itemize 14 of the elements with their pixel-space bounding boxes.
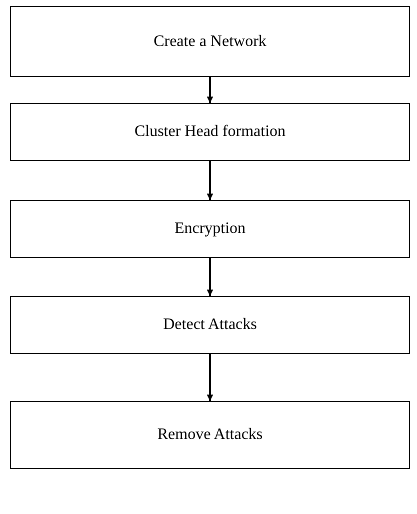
process-box <box>10 6 410 77</box>
step-label: Cluster Head formation <box>134 123 286 141</box>
process-box <box>10 103 410 161</box>
arrow <box>206 258 214 296</box>
process-box <box>10 401 410 469</box>
arrow <box>206 354 214 401</box>
step-label: Create a Network <box>154 32 266 50</box>
process-box <box>10 200 410 258</box>
arrow <box>206 77 214 103</box>
arrow <box>206 161 214 200</box>
process-box <box>10 296 410 354</box>
step-label: Detect Attacks <box>163 316 257 334</box>
step-label: Remove Attacks <box>157 426 263 444</box>
step-label: Encryption <box>174 220 246 238</box>
